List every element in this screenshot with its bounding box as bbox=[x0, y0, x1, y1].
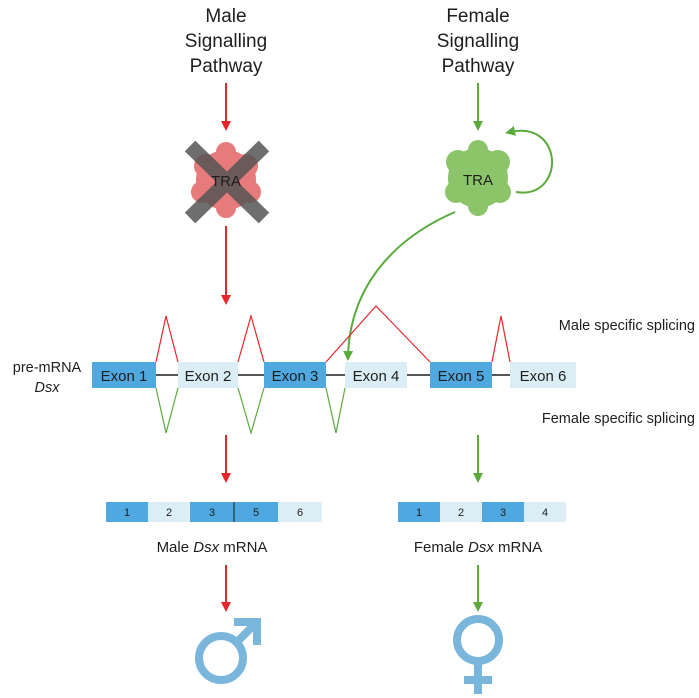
tra-female-protein bbox=[445, 140, 511, 216]
exon-1: Exon 1 bbox=[92, 362, 156, 388]
male-pathway-title-2: Signalling bbox=[185, 31, 267, 52]
female-mrna-seg-3: 3 bbox=[500, 507, 506, 519]
pre-mrna-label: pre-mRNA bbox=[13, 360, 82, 376]
male-mrna: 1 2 3 5 6 bbox=[106, 502, 322, 522]
tra-female-label: TRA bbox=[463, 172, 493, 189]
exon-2-label: Exon 2 bbox=[185, 368, 232, 385]
female-mrna-seg-2: 2 bbox=[458, 507, 464, 519]
female-mrna-seg-1: 1 bbox=[416, 507, 422, 519]
female-mrna: 1 2 3 4 bbox=[398, 502, 566, 522]
male-splicing-label: Male specific splicing bbox=[559, 318, 695, 334]
exon-5-label: Exon 5 bbox=[438, 368, 485, 385]
female-pathway-title-2: Signalling bbox=[437, 31, 519, 52]
female-mrna-seg-4: 4 bbox=[542, 507, 548, 519]
exon-1-label: Exon 1 bbox=[101, 368, 148, 385]
exon-6-label: Exon 6 bbox=[520, 368, 567, 385]
pre-mrna-gene-label: Dsx bbox=[35, 380, 61, 396]
female-symbol-icon bbox=[453, 615, 503, 694]
female-mrna-label: Female Dsx mRNA bbox=[414, 539, 542, 556]
male-mrna-label: Male Dsx mRNA bbox=[157, 539, 268, 556]
male-pathway-title-3: Pathway bbox=[190, 56, 263, 77]
male-mrna-seg-1: 1 bbox=[124, 507, 130, 519]
female-pathway-title-3: Pathway bbox=[442, 56, 515, 77]
exon-2: Exon 2 bbox=[178, 362, 238, 388]
exon-3-label: Exon 3 bbox=[272, 368, 319, 385]
male-symbol-icon bbox=[195, 618, 261, 684]
female-pathway-title-1: Female bbox=[446, 6, 509, 27]
exon-4-label: Exon 4 bbox=[353, 368, 400, 385]
male-splicing-lines bbox=[155, 305, 511, 363]
exon-4: Exon 4 bbox=[345, 362, 407, 388]
cross-icon bbox=[184, 140, 270, 224]
exon-6: Exon 6 bbox=[510, 362, 576, 388]
male-mrna-seg-3: 3 bbox=[209, 507, 215, 519]
male-mrna-seg-2: 2 bbox=[166, 507, 172, 519]
tra-to-exon4-arrow bbox=[343, 211, 456, 361]
tra-male-label: TRA bbox=[211, 173, 241, 190]
exon-3: Exon 3 bbox=[264, 362, 326, 388]
female-splicing-label: Female specific splicing bbox=[542, 411, 695, 427]
exon-5: Exon 5 bbox=[430, 362, 492, 388]
tra-autoregulation-arrow bbox=[505, 126, 553, 194]
male-mrna-seg-4: 5 bbox=[253, 507, 259, 519]
male-mrna-seg-5: 6 bbox=[297, 507, 303, 519]
male-pathway-title-1: Male bbox=[205, 6, 246, 27]
female-splicing-lines bbox=[155, 387, 346, 436]
